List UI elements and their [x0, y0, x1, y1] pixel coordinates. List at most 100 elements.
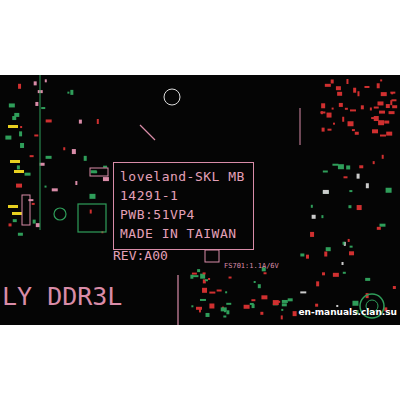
- component-pad: [380, 79, 382, 81]
- component-pad: [288, 298, 293, 301]
- component-pad: [350, 109, 356, 111]
- component-pad: [97, 119, 99, 124]
- component-pad: [103, 177, 109, 181]
- component-pad: [312, 215, 316, 219]
- watermark: en-manuals.clan.su: [298, 307, 397, 317]
- component-pad: [9, 103, 15, 107]
- component-pad: [63, 147, 65, 150]
- revision-label: REV:A00: [113, 248, 168, 263]
- component-pad: [13, 219, 17, 222]
- component-pad: [32, 203, 35, 205]
- component-pad: [374, 107, 379, 109]
- component-pad: [378, 120, 384, 125]
- component-pad: [348, 205, 351, 208]
- component-pad: [391, 99, 396, 101]
- component-pad: [46, 156, 52, 159]
- component-pad: [389, 111, 395, 114]
- component-pad: [326, 247, 331, 251]
- component-pad: [244, 305, 250, 309]
- component-pad: [357, 205, 362, 210]
- component-pad: [34, 81, 37, 85]
- component-pad: [46, 119, 52, 122]
- component-pad: [209, 292, 215, 294]
- component-pad: [209, 303, 214, 308]
- component-pad: [343, 272, 346, 274]
- component-pad: [200, 274, 205, 279]
- component-pad: [36, 223, 40, 227]
- component-pad: [377, 83, 380, 88]
- component-pad: [192, 273, 197, 275]
- component-pad: [52, 188, 58, 191]
- chip-outline: [78, 204, 106, 232]
- component-pad: [373, 161, 375, 164]
- component-pad: [300, 253, 304, 256]
- component-pad: [197, 269, 200, 272]
- silkscreen-box: loveland-SKL MB14291-1PWB:51VP4MADE IN T…: [113, 162, 254, 250]
- component-pad: [337, 92, 342, 96]
- component-pad: [310, 232, 314, 237]
- component-pad: [386, 104, 390, 108]
- component-pad: [260, 312, 263, 315]
- component-pad: [377, 101, 383, 105]
- component-pad: [327, 113, 332, 118]
- part-outline: [90, 168, 108, 176]
- component-pad: [320, 111, 325, 113]
- component-pad: [14, 113, 19, 117]
- component-pad: [343, 176, 347, 178]
- component-pad: [322, 128, 325, 132]
- component-pad: [324, 252, 327, 257]
- component-pad: [321, 103, 325, 108]
- component-pad: [379, 111, 385, 114]
- component-pad: [332, 164, 338, 166]
- component-pad: [18, 84, 21, 89]
- component-pad: [300, 291, 306, 293]
- component-pad: [393, 286, 396, 289]
- component-pad: [206, 313, 210, 317]
- component-pad: [331, 79, 334, 83]
- component-pad: [91, 170, 97, 173]
- component-pad: [349, 251, 354, 255]
- component-pad: [75, 181, 77, 185]
- component-pad: [5, 136, 11, 140]
- component-pad: [352, 129, 355, 131]
- component-pad: [18, 233, 23, 236]
- component-pad: [361, 105, 364, 109]
- component-pad: [281, 315, 283, 319]
- component-pad: [325, 84, 331, 87]
- component-pad: [264, 272, 267, 274]
- silk-line: [40, 75, 41, 230]
- silkscreen-text: loveland-SKL MB: [120, 167, 247, 186]
- component-pad: [190, 275, 193, 279]
- component-pad: [353, 88, 356, 93]
- component-pad: [357, 174, 360, 179]
- fuse-outline: [205, 250, 219, 262]
- component-pad: [321, 215, 323, 218]
- component-pad: [251, 299, 255, 301]
- component-pad: [34, 134, 38, 136]
- mount-hole: [164, 89, 180, 105]
- component-pad: [333, 273, 339, 277]
- memory-note: LY DDR3L: [2, 282, 122, 311]
- component-pad: [382, 155, 384, 159]
- component-pad: [273, 300, 279, 305]
- yellow-pad: [8, 125, 18, 128]
- component-pad: [346, 79, 348, 84]
- component-pad: [41, 107, 45, 109]
- component-pad: [377, 227, 381, 230]
- component-pad: [315, 304, 318, 307]
- component-pad: [17, 165, 20, 169]
- fuse-label: FS701:1.1A/6V: [224, 262, 279, 270]
- component-pad: [323, 191, 329, 194]
- component-pad: [323, 190, 329, 194]
- component-pad: [348, 121, 354, 126]
- silkscreen-text: MADE IN TAIWAN: [120, 224, 247, 243]
- component-pad: [35, 102, 38, 106]
- component-pad: [221, 307, 227, 311]
- component-pad: [191, 305, 193, 307]
- component-pad: [252, 304, 255, 308]
- component-pad: [336, 305, 338, 307]
- component-pad: [90, 210, 92, 214]
- component-pad: [223, 316, 226, 318]
